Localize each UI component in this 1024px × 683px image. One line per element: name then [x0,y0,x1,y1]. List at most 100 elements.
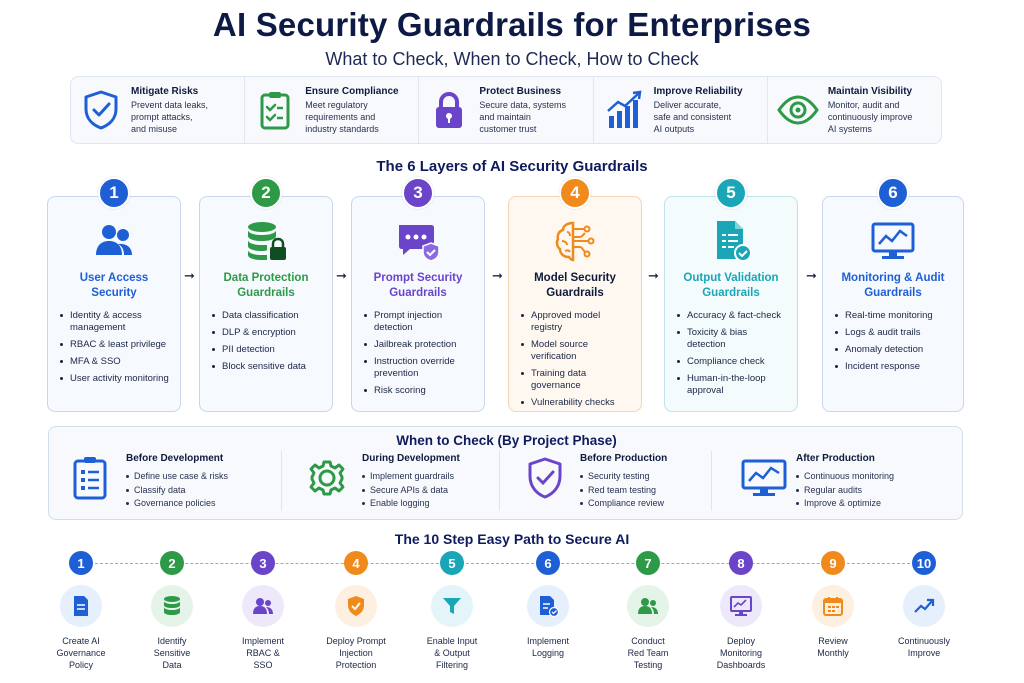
step-icon-wrap [627,585,669,627]
layer-number: 2 [250,177,282,209]
monitor-chart-icon [741,459,787,496]
layer-number: 5 [715,177,747,209]
step-label: Implement [241,636,285,646]
layer-item: Real-time monitoring [835,310,957,322]
step-icon-wrap [812,585,854,627]
step-label: Improve [907,648,941,658]
checklist-icon [73,457,107,500]
layer-item: Jailbreak protection [364,339,478,351]
layer-number: 4 [559,177,591,209]
calendar-icon [823,597,843,616]
benefit-text: Secure data, systems [479,99,566,110]
layer-title: Guardrails [546,287,604,299]
clipboard-check-icon [260,92,290,130]
step-label: Continuously [897,636,951,646]
layer-item: MFA & SSO [60,356,174,368]
step-number: 2 [160,551,184,575]
layer-number: 1 [98,177,130,209]
phase-item: Governance policies [126,497,228,511]
step-icon-wrap [527,585,569,627]
divider [499,451,500,511]
layer-number: 3 [402,177,434,209]
brain-circuit-icon [555,221,595,262]
layer-item: PII detection [212,344,326,356]
layer-item: Risk scoring [364,385,478,397]
benefit-text: requirements and [305,111,376,122]
step-number: 5 [440,551,464,575]
benefit-text: continuously improve [827,111,913,122]
step-label: Filtering [435,660,468,670]
step-icon-wrap [60,585,102,627]
layer-item: Incident response [835,361,957,373]
page-subtitle: What to Check, When to Check, How to Che… [325,49,699,69]
layer-item: Logs & audit trails [835,327,957,339]
step-icon-wrap [720,585,762,627]
step-label: Enable Input [426,636,478,646]
shield-check-icon [348,596,364,616]
step-label: & Output [434,648,470,658]
layer-item: Block sensitive data [212,361,326,373]
step-label: Create AI [62,636,100,646]
step-label: Deploy Prompt [326,636,386,646]
benefit-title: Protect Business [479,85,562,97]
document-check-icon [540,596,560,618]
step-label: SSO [253,660,273,670]
step-label: Protection [335,660,377,670]
layer-title: Security [91,287,137,299]
arrow-right-icon: ➞ [806,268,817,283]
step-label: Conduct [631,636,665,646]
layer-item: Vulnerability checks [521,397,635,409]
phase-item: Classify data [126,484,228,498]
step-label: Implement [526,636,570,646]
arrow-right-icon: ➞ [184,268,195,283]
phase-item: Continuous monitoring [796,470,894,484]
phase-item: Security testing [580,470,664,484]
page-title: AI Security Guardrails for Enterprises [212,6,812,43]
step-number: 1 [69,551,93,575]
step-number: 9 [821,551,845,575]
benefit-text: customer trust [479,123,537,134]
step-number: 8 [729,551,753,575]
filter-icon [443,598,461,614]
layer-title: Guardrails [389,287,447,299]
phase-item: Compliance review [580,497,664,511]
chat-shield-icon [399,225,440,262]
database-icon [164,596,180,615]
layer-title: Model Security [534,272,616,284]
layer-title: Monitoring & Audit [841,272,945,284]
benefit-text: industry standards [305,123,379,134]
layer-item: Accuracy & fact-check [677,310,791,322]
step-label: Red Team [627,648,669,658]
step-label: Identify [157,636,187,646]
document-check-icon [717,221,752,262]
steps-connector-line [80,563,925,564]
step-icon-wrap [151,585,193,627]
benefit-title: Ensure Compliance [305,85,399,97]
phase-title: Before Development [126,453,224,464]
benefit-text: and maintain [479,111,531,122]
layer-item: Compliance check [677,356,791,368]
step-number: 7 [636,551,660,575]
steps-section-title: The 10 Step Easy Path to Secure AI [394,531,630,547]
arrow-right-icon: ➞ [648,268,659,283]
database-lock-icon [248,222,286,260]
layer-item: Anomaly detection [835,344,957,356]
phase-item: Improve & optimize [796,497,894,511]
